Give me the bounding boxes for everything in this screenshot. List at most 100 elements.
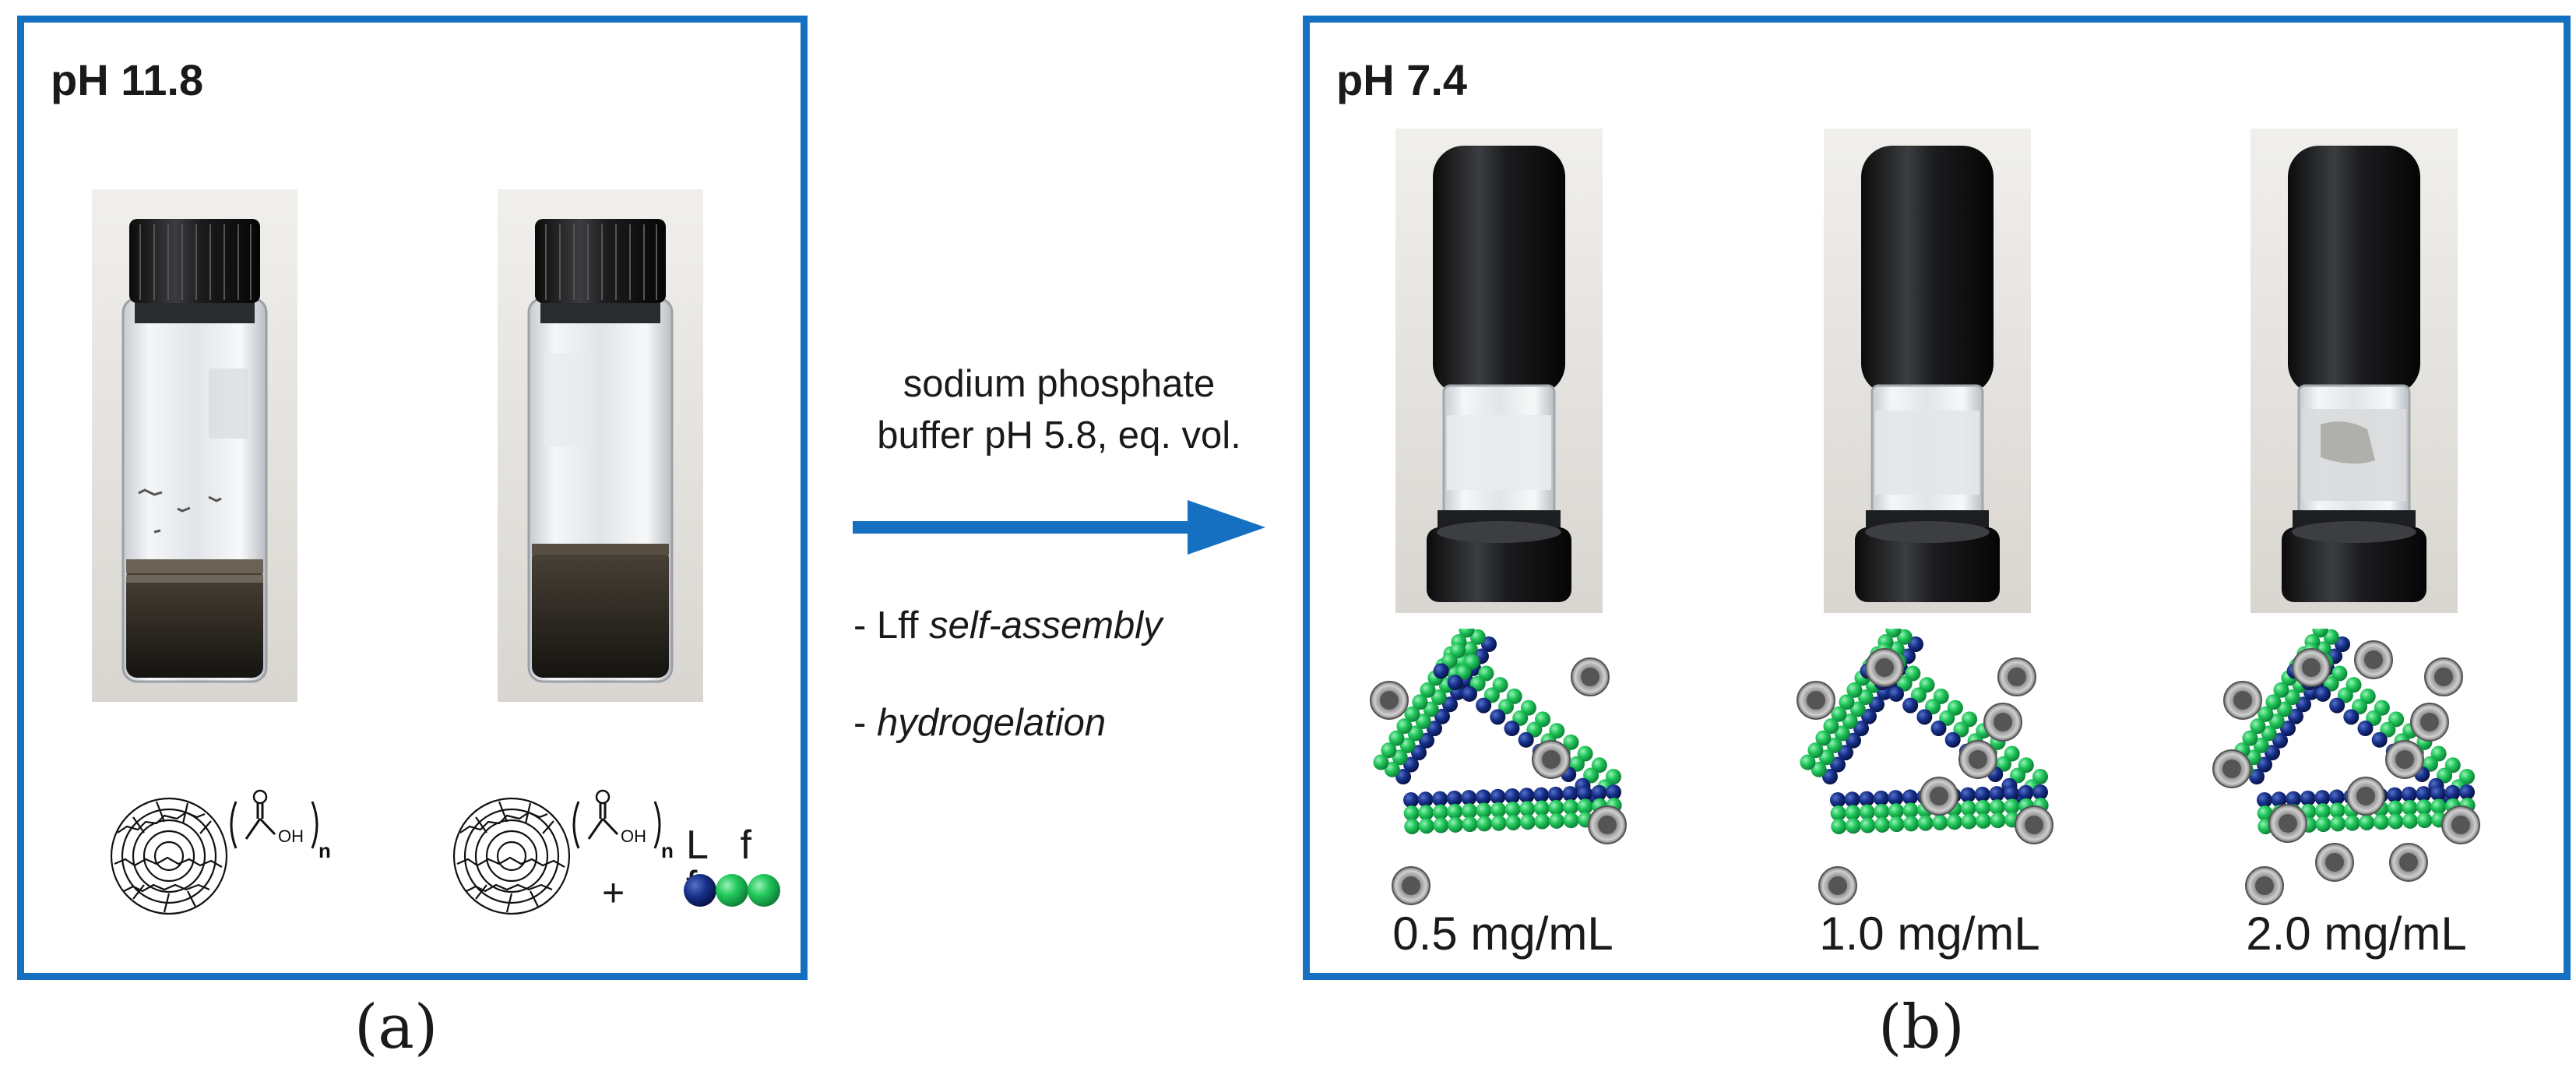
micelle — [1983, 703, 2022, 742]
peptide-bead-green — [1990, 812, 2006, 829]
peptide-bead-green — [2268, 713, 2285, 729]
peptide-bead-blue — [1433, 663, 1449, 679]
peptide-bead-blue — [1844, 791, 1860, 808]
peptide-bead-green — [2261, 725, 2277, 742]
peptide-bead-blue — [1606, 784, 1621, 800]
peptide-bead-green — [1418, 818, 1434, 834]
peptide-bead-green — [1800, 754, 1816, 770]
peptide-bead-blue — [2272, 732, 2288, 749]
peptide-bead-green — [1505, 814, 1522, 830]
micelle — [2424, 657, 2463, 696]
peptide-bead-green — [1874, 803, 1890, 819]
peptide-bead-green — [1462, 641, 1478, 657]
peptide-bead-green — [2258, 706, 2274, 722]
inverted-vial-photo-0-5 — [1395, 129, 1603, 613]
micelle — [2015, 805, 2053, 844]
vial-photo-cnt-only — [92, 189, 297, 702]
micelle — [2354, 640, 2393, 679]
peptide-bead-green — [2253, 737, 2269, 753]
peptide-bead-green — [1412, 694, 1428, 710]
peptide-bead-green — [1975, 799, 1991, 816]
right-arrow-icon — [853, 500, 1265, 555]
micelle — [2223, 681, 2262, 720]
peptide-bead-blue — [2300, 790, 2316, 806]
peptide-bead-green — [2416, 799, 2432, 816]
peptide-bead-blue — [2271, 791, 2287, 808]
peptide-bead-blue — [2329, 697, 2345, 714]
peptide-bead-green — [2329, 802, 2345, 819]
peptide-bead-green — [1415, 713, 1431, 729]
micelle — [1818, 866, 1857, 905]
peptide-bead-blue — [1432, 791, 1448, 807]
oxidized-cnt-structure-2: OH n — [452, 789, 674, 915]
peptide-bead-blue — [2335, 636, 2350, 652]
peptide-bead-blue — [1490, 788, 1506, 805]
peptide-bead-green — [2273, 682, 2289, 698]
peptide-bead-green — [1404, 706, 1420, 722]
peptide-bead-green — [1577, 798, 1593, 815]
peptide-bead-green — [1903, 816, 1920, 832]
peptide-bead-green — [1519, 801, 1536, 817]
peptide-bead-blue — [2371, 731, 2388, 748]
peptide-bead-green — [1392, 749, 1408, 766]
micelle — [2268, 804, 2307, 843]
peptide-bead-blue — [2249, 769, 2265, 784]
peptide-bead-blue — [1481, 636, 1497, 652]
peptide-bead-green — [1860, 817, 1876, 833]
peptide-bead-green — [1433, 817, 1449, 833]
peptide-bead-blue — [1419, 732, 1434, 749]
svg-text:OH: OH — [278, 826, 304, 846]
peptide-bead-blue — [1930, 721, 1947, 737]
oxidized-cnt-structure: OH n — [110, 789, 331, 915]
micelle — [1588, 805, 1627, 844]
peptide-bead-green — [2284, 689, 2300, 706]
peptide-bead-green — [1874, 816, 1891, 833]
peptide-bead-green — [1976, 812, 1992, 829]
peptide-bead-blue — [1989, 786, 2005, 802]
peptide-bead-blue — [2343, 709, 2360, 725]
peptide-bead-green — [1830, 805, 1846, 821]
peptide-bead-blue — [2286, 791, 2302, 807]
micelle — [1532, 740, 1571, 779]
schematic-0-5 — [1370, 629, 1627, 905]
peptide-bead-blue — [1908, 636, 1923, 652]
peptide-bead-blue — [2444, 784, 2461, 801]
peptide-bead-green — [2430, 798, 2447, 815]
peptide-bead-blue — [1461, 685, 1477, 702]
peptide-bead-green — [1432, 804, 1448, 820]
peptide-bead-blue — [1417, 791, 1434, 808]
peptide-bead-green — [1447, 803, 1463, 819]
micelle — [2410, 703, 2449, 742]
peptide-bead-green — [2257, 805, 2273, 821]
peptide-bead-green — [1534, 813, 1550, 830]
caption-b: (b) — [1878, 992, 1965, 1063]
peptide-bead-green — [1462, 816, 1478, 833]
peptide-bead-green — [2265, 694, 2282, 710]
peptide-bead-green — [1849, 701, 1866, 717]
peptide-bead-green — [1431, 689, 1447, 706]
peptide-bead-blue — [1830, 756, 1846, 773]
peptide-bead-green — [1562, 799, 1578, 816]
peptide-bead-green — [2359, 814, 2375, 830]
peptide-bead-green — [2388, 813, 2404, 830]
micelle — [2292, 648, 2331, 687]
peptide-bead-green — [1831, 818, 1847, 834]
peptide-bead-green — [2416, 812, 2433, 829]
bullet-self-assembly: - Lff self-assembly — [853, 600, 1163, 651]
peptide-bead-green — [1888, 803, 1904, 819]
peptide-bead-blue — [1476, 697, 1492, 714]
peptide-bead-green — [1388, 730, 1405, 746]
peptide-bead-blue — [2296, 696, 2311, 713]
peptide-bead-green — [2242, 730, 2258, 746]
peptide-bead-green — [1418, 805, 1434, 821]
peptide-bead-green — [1896, 629, 1913, 645]
peptide-bead-green — [1423, 701, 1439, 717]
peptide-bead-blue — [1902, 789, 1918, 805]
peptide-bead-blue — [1562, 786, 1578, 802]
peptide-bead-blue — [1591, 784, 1607, 801]
micelle — [2441, 805, 2480, 844]
micelle — [1920, 777, 1958, 816]
bullet-hydrogelation: - hydrogelation — [853, 697, 1106, 749]
concentration-label-1-0: 1.0 mg/mL — [1819, 908, 2040, 960]
buffer-line-1: sodium phosphate — [903, 363, 1216, 405]
